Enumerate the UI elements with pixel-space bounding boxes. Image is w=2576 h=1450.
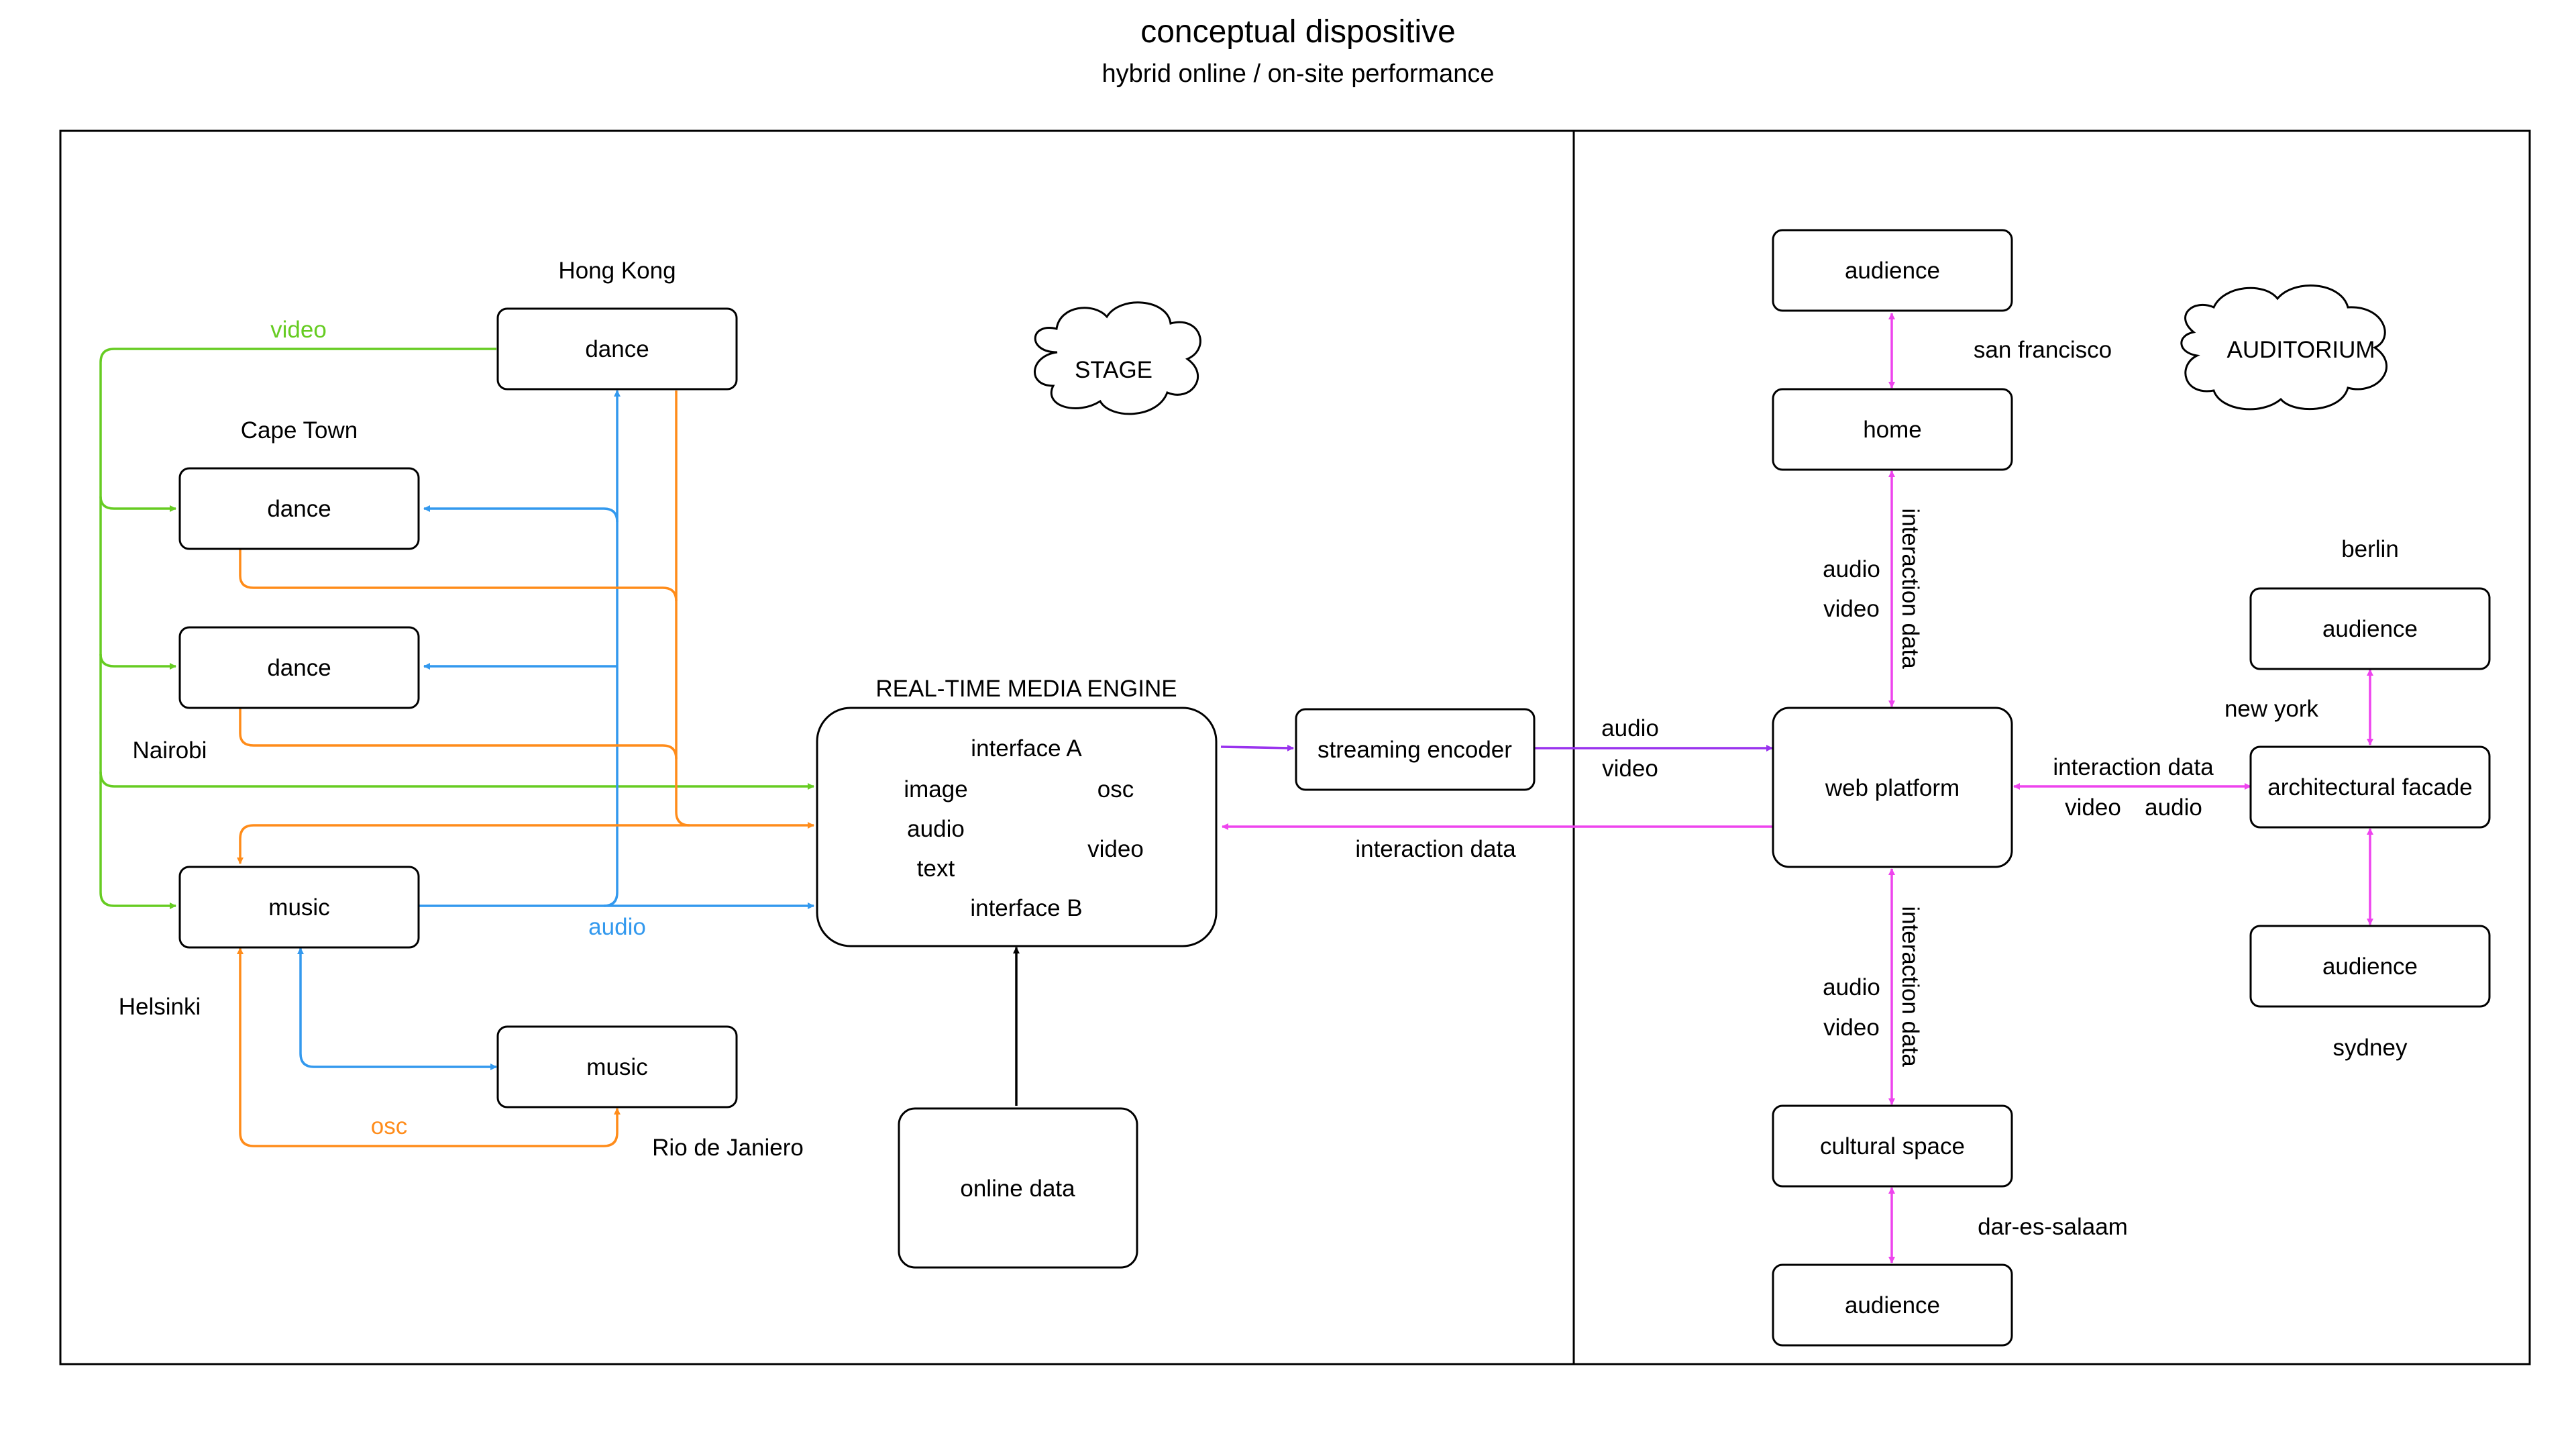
video-link-cape-town bbox=[99, 496, 176, 512]
audio-link-rio bbox=[297, 947, 497, 1070]
city-berlin: berlin bbox=[2341, 536, 2399, 562]
interface-a-label: interface A bbox=[971, 735, 1082, 762]
engine-item-osc: osc bbox=[1097, 776, 1134, 802]
node-helsinki-music[interactable]: music bbox=[178, 866, 420, 949]
node-label: music bbox=[586, 1054, 647, 1080]
node-label: audience bbox=[1845, 1292, 1940, 1318]
node-label: audience bbox=[2322, 616, 2418, 642]
node-label: dance bbox=[267, 655, 331, 681]
node-label: dance bbox=[585, 336, 649, 362]
node-dar-audience[interactable]: audience bbox=[1772, 1263, 2013, 1347]
node-label: home bbox=[1863, 417, 1922, 443]
city-dar-es-salaam: dar-es-salaam bbox=[1978, 1214, 2128, 1240]
node-sf-audience[interactable]: audience bbox=[1772, 229, 2013, 312]
video-link-hk bbox=[99, 348, 496, 909]
flow-label-right-audio: audio bbox=[2145, 794, 2202, 821]
node-label: cultural space bbox=[1820, 1133, 1965, 1159]
flow-label-stream-video: video bbox=[1602, 756, 1658, 782]
flow-label-stream-audio: audio bbox=[1601, 715, 1659, 741]
interface-b-label: interface B bbox=[970, 895, 1082, 921]
node-label: dance bbox=[267, 496, 331, 522]
city-nairobi: Nairobi bbox=[133, 737, 207, 764]
auditorium-cloud-label: AUDITORIUM bbox=[2226, 337, 2375, 363]
node-sydney-audience[interactable]: audience bbox=[2249, 925, 2491, 1008]
node-home[interactable]: home bbox=[1772, 388, 2013, 471]
engine-item-audio: audio bbox=[907, 816, 965, 842]
page-subtitle: hybrid online / on-site performance bbox=[1102, 60, 1494, 88]
node-label: music bbox=[268, 894, 329, 921]
city-new-york: new york bbox=[2224, 696, 2319, 722]
osc-link-nairobi bbox=[239, 707, 678, 760]
engine-item-text: text bbox=[917, 856, 955, 882]
node-label: web platform bbox=[1825, 775, 1960, 801]
node-architectural-facade[interactable]: architectural facade bbox=[2249, 745, 2491, 829]
engine-title: REAL-TIME MEDIA ENGINE bbox=[875, 676, 1177, 702]
flow-label-top-video: video bbox=[1823, 596, 1880, 622]
node-label: audience bbox=[2322, 953, 2418, 980]
node-berlin-audience[interactable]: audience bbox=[2249, 587, 2491, 670]
node-rio-music[interactable]: music bbox=[496, 1025, 738, 1108]
node-streaming-encoder[interactable]: streaming encoder bbox=[1295, 708, 1536, 791]
audio-link-hk bbox=[603, 390, 621, 907]
page-title: conceptual dispositive bbox=[1140, 14, 1456, 50]
flow-label-right-video: video bbox=[2065, 794, 2121, 821]
auditorium-cloud: AUDITORIUM bbox=[2180, 284, 2388, 411]
city-helsinki: Helsinki bbox=[119, 994, 201, 1020]
flow-label-bottom-audio: audio bbox=[1823, 974, 1880, 1000]
node-cultural-space[interactable]: cultural space bbox=[1772, 1104, 2013, 1188]
stage-cloud: STAGE bbox=[1034, 301, 1201, 415]
engine-item-video: video bbox=[1087, 836, 1144, 862]
node-online-data[interactable]: online data bbox=[898, 1107, 1138, 1269]
video-link-engine bbox=[99, 771, 814, 790]
stage-cloud-label: STAGE bbox=[1075, 357, 1152, 383]
video-link-nairobi bbox=[99, 654, 176, 670]
flow-label-top-interaction: interaction data bbox=[1897, 508, 1923, 669]
stream-link-encoder bbox=[1220, 744, 1294, 752]
city-rio: Rio de Janiero bbox=[652, 1135, 804, 1161]
node-label: architectural facade bbox=[2267, 774, 2472, 800]
flow-label-top-audio: audio bbox=[1823, 556, 1880, 582]
node-nairobi-dance[interactable]: dance bbox=[178, 626, 420, 709]
city-sydney: sydney bbox=[2333, 1035, 2408, 1061]
node-label: streaming encoder bbox=[1318, 737, 1512, 763]
city-san-francisco: san francisco bbox=[1974, 337, 2112, 363]
node-cape-town-dance[interactable]: dance bbox=[178, 467, 420, 550]
osc-link-cape-town bbox=[239, 549, 678, 602]
flow-label-bottom-interaction: interaction data bbox=[1897, 906, 1923, 1067]
node-label: online data bbox=[960, 1176, 1075, 1202]
city-cape-town: Cape Town bbox=[241, 417, 358, 444]
osc-link-helsinki bbox=[237, 824, 676, 864]
node-hk-dance[interactable]: dance bbox=[496, 307, 738, 391]
osc-link-hk bbox=[675, 391, 690, 827]
node-web-platform[interactable]: web platform bbox=[1772, 707, 2013, 868]
flow-label-right-interaction: interaction data bbox=[2053, 754, 2214, 780]
flow-label-bottom-video: video bbox=[1823, 1015, 1880, 1041]
flow-label-osc: osc bbox=[371, 1113, 407, 1139]
audio-link-cape-town bbox=[423, 505, 619, 523]
flow-label-interaction-data: interaction data bbox=[1355, 836, 1516, 862]
node-label: audience bbox=[1845, 258, 1940, 284]
city-hong-kong: Hong Kong bbox=[558, 258, 676, 284]
flow-label-video: video bbox=[270, 317, 327, 343]
engine-item-image: image bbox=[904, 776, 967, 802]
osc-link-rio bbox=[237, 947, 621, 1147]
flow-label-audio: audio bbox=[588, 914, 646, 940]
realtime-media-engine[interactable]: interface A image audio text osc video i… bbox=[816, 707, 1218, 947]
